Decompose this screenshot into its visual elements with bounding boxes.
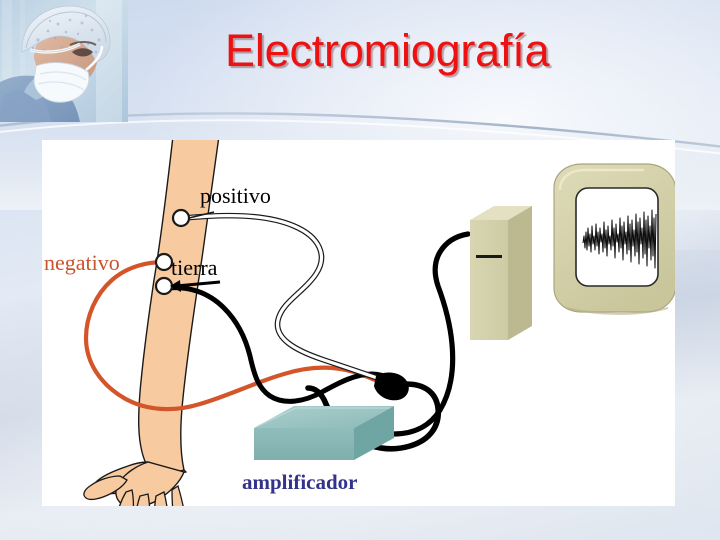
page-title: Electromiografía	[225, 25, 550, 76]
label-negativo: negativo	[44, 250, 120, 275]
label-amplificador: amplificador	[242, 470, 358, 494]
label-tierra: tierra	[171, 255, 218, 280]
label-positivo: positivo	[200, 183, 271, 208]
emg-setup-diagram: positivo tierra negativo amplificador	[42, 140, 675, 506]
surgeon-photo	[0, 0, 128, 122]
